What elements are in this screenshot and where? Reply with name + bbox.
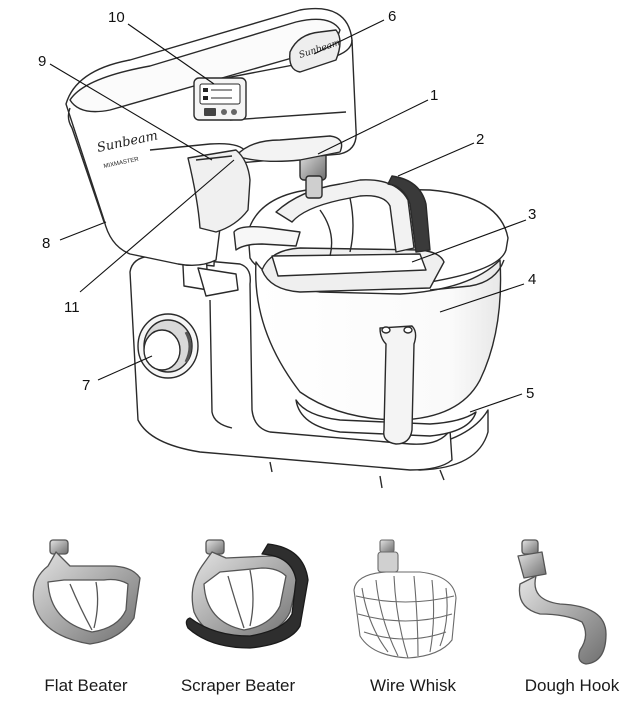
mixer-head [65, 8, 357, 267]
splash-guard-side [233, 225, 301, 251]
callout-8: 8 [42, 235, 50, 252]
caption-dough-hook: Dough Hook [524, 676, 620, 695]
callout-11: 11 [64, 299, 80, 316]
callout-4: 4 [528, 271, 536, 288]
leader-2 [397, 142, 475, 177]
callout-6: 6 [388, 8, 396, 25]
scraper-beater-image [185, 539, 309, 649]
callout-2: 2 [476, 131, 484, 148]
callout-3: 3 [528, 206, 536, 223]
speed-dial [137, 313, 199, 379]
leader-4 [439, 283, 525, 313]
callout-10: 10 [108, 9, 125, 26]
wire-whisk-image [353, 539, 457, 659]
callout-leaders [49, 19, 527, 413]
callout-1: 1 [430, 87, 438, 104]
callout-numbers: 1 2 3 4 5 6 7 8 9 10 11 [38, 8, 536, 402]
pouring-shield [261, 247, 505, 293]
callout-9: 9 [38, 53, 46, 70]
leader-9 [49, 63, 213, 161]
leader-7 [97, 355, 153, 381]
mixer-pedestal [129, 255, 453, 471]
leader-8 [59, 221, 107, 241]
dough-hook-image [517, 539, 607, 665]
leader-11 [79, 159, 235, 293]
caption-flat-beater: Flat Beater [44, 676, 128, 695]
caption-scraper-beater: Scraper Beater [180, 676, 296, 695]
leader-6 [313, 19, 385, 55]
bowl [247, 187, 509, 445]
head-release-lever [187, 149, 251, 233]
flat-beater-image [32, 539, 141, 645]
callout-7: 7 [82, 377, 90, 394]
caption-wire-whisk: Wire Whisk [370, 676, 456, 695]
mixer-illustration [65, 8, 509, 489]
control-panel [193, 77, 247, 121]
callout-5: 5 [526, 385, 534, 402]
leader-3 [411, 219, 527, 263]
leader-5 [469, 393, 523, 413]
leader-1 [317, 99, 429, 155]
leader-10 [127, 23, 215, 85]
